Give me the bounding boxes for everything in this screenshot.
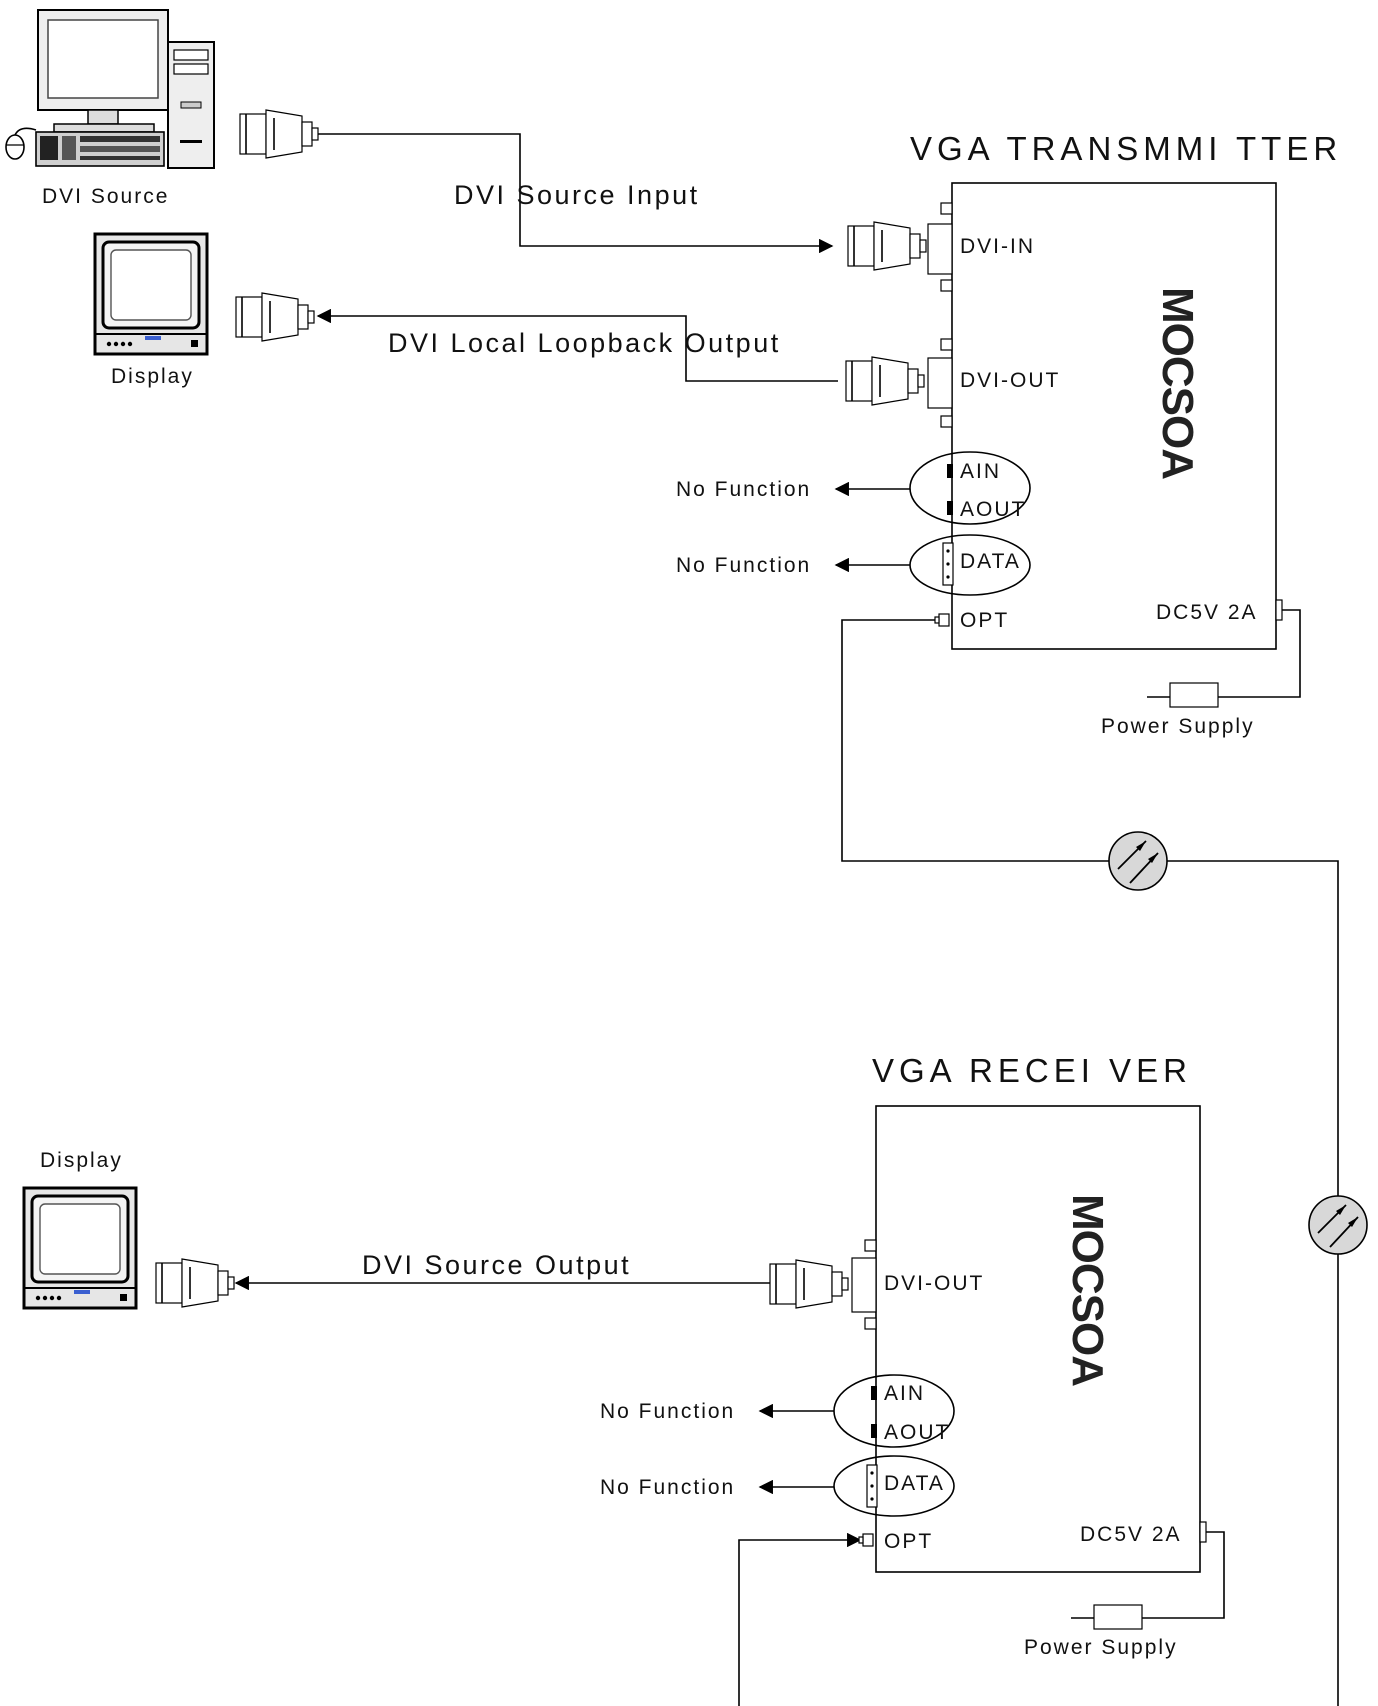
bottom-display-label: Display <box>40 1149 123 1172</box>
fiber-coupler-top <box>1108 831 1168 891</box>
fiber-tx-segment <box>841 619 1109 862</box>
bottom-display-monitor <box>22 1186 138 1310</box>
rx-opt-port <box>858 1533 874 1547</box>
rx-display-dvi-connector <box>155 1258 235 1308</box>
loopback-output-label: DVI Local Loopback Output <box>388 328 781 358</box>
tx-dvi-in-connector <box>847 221 927 271</box>
rx-aout-label: AOUT <box>884 1421 950 1444</box>
tx-ain-label: AIN <box>960 460 1001 483</box>
rx-audio-no-function: No Function <box>600 1400 735 1423</box>
transmitter-dvi-out-port <box>927 338 953 428</box>
top-display-label: Display <box>111 365 194 388</box>
source-output-label: DVI Source Output <box>362 1250 631 1280</box>
tx-audio-no-function: No Function <box>676 478 811 501</box>
tx-power-adapter <box>1169 682 1219 708</box>
transmitter-title: VGA TRANSMMI TTER <box>910 130 1342 167</box>
loopback-output-cable <box>316 308 838 382</box>
tx-power-label: DC5V 2A <box>1156 601 1258 624</box>
tx-dvi-in-label: DVI-IN <box>960 235 1035 258</box>
receiver-dvi-out-port <box>851 1239 877 1330</box>
tx-data-label: DATA <box>960 550 1021 573</box>
tx-dvi-out-connector <box>845 356 925 406</box>
fiber-coupler-right <box>1308 1195 1368 1255</box>
tx-audio-ellipse <box>909 451 1031 525</box>
rx-power-label: DC5V 2A <box>1080 1523 1182 1546</box>
tx-brand-mark: MOCSOA <box>1153 287 1202 479</box>
tx-data-no-function: No Function <box>676 554 811 577</box>
receiver-box <box>875 1105 1201 1573</box>
rx-power-supply-label: Power Supply <box>1024 1636 1178 1659</box>
tx-opt-port <box>934 613 950 627</box>
rx-data-no-function: No Function <box>600 1476 735 1499</box>
rx-dvi-out-connector <box>769 1259 849 1309</box>
rx-brand-mark: MOCSOA <box>1063 1194 1112 1386</box>
transmitter-dvi-in-port <box>927 202 953 292</box>
fiber-rx-segment <box>738 1532 862 1706</box>
tx-power-supply-label: Power Supply <box>1101 715 1255 738</box>
tx-aout-label: AOUT <box>960 498 1026 521</box>
rx-ain-label: AIN <box>884 1382 925 1405</box>
receiver-title: VGA RECEI VER <box>872 1052 1192 1089</box>
dvi-source-label: DVI Source <box>42 185 169 208</box>
tx-dvi-out-label: DVI-OUT <box>960 369 1060 392</box>
source-dvi-connector <box>239 109 319 159</box>
tx-opt-label: OPT <box>960 609 1009 632</box>
top-display-monitor <box>93 232 209 356</box>
source-input-cable <box>318 133 834 254</box>
rx-data-ellipse <box>833 1455 955 1517</box>
loopback-dvi-connector <box>235 292 315 342</box>
rx-dvi-out-label: DVI-OUT <box>884 1272 984 1295</box>
source-input-label: DVI Source Input <box>454 180 700 210</box>
dvi-source-computer <box>5 9 215 169</box>
transmitter-box <box>951 182 1277 650</box>
fiber-link-segment <box>1167 860 1339 1196</box>
rx-power-adapter <box>1093 1604 1143 1630</box>
rx-opt-label: OPT <box>884 1530 933 1553</box>
rx-data-label: DATA <box>884 1472 945 1495</box>
